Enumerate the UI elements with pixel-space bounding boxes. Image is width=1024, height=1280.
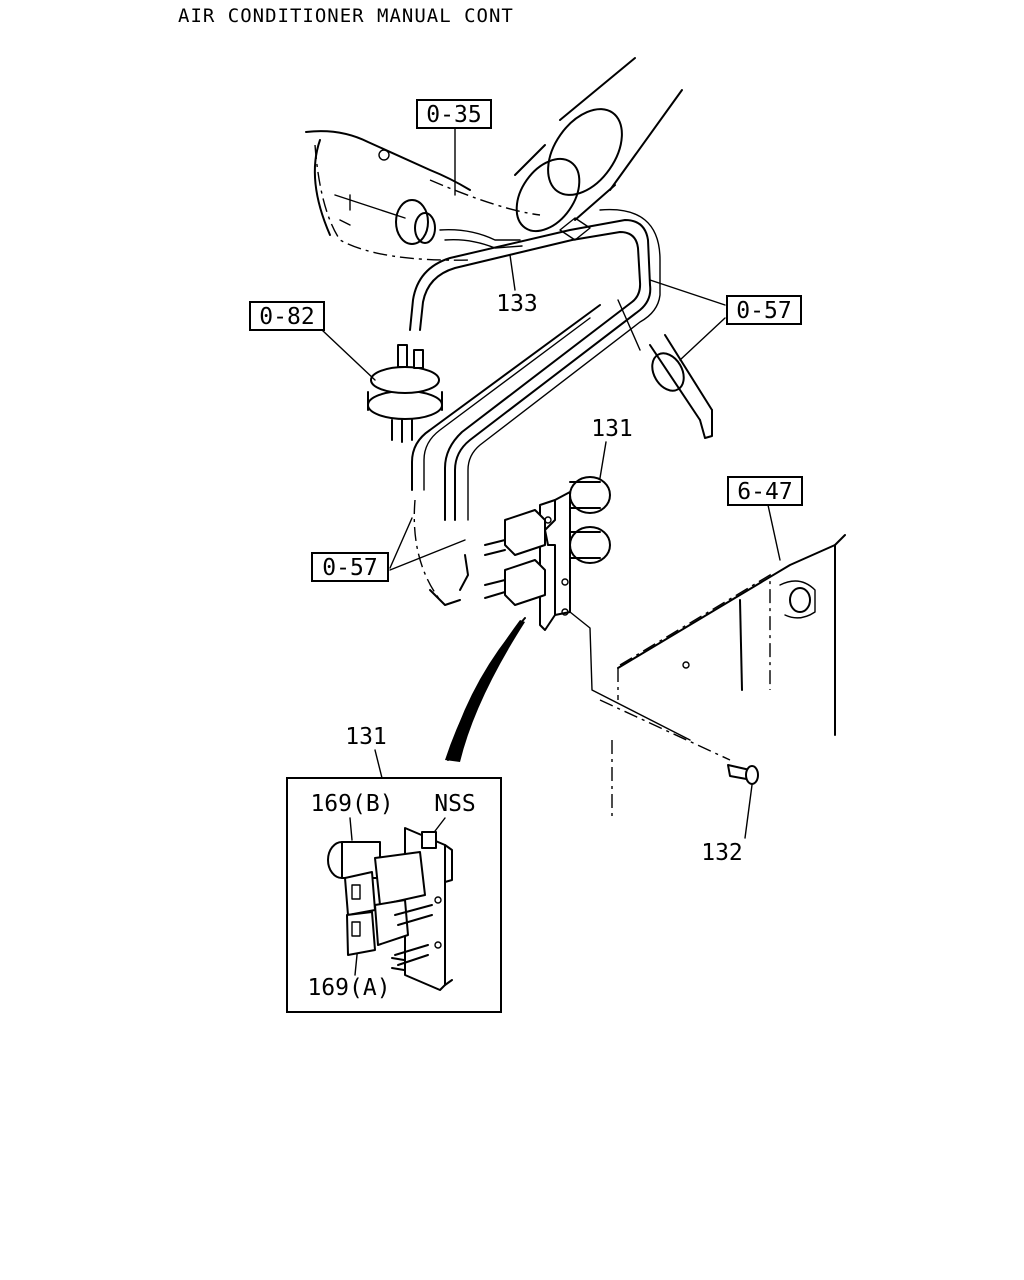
ref-label-0-57-top: 0-57: [736, 298, 791, 324]
part-number-131-main: 131: [591, 416, 633, 442]
detail-label-169b: 169(B): [310, 791, 393, 817]
vacuum-tank-drawing: [367, 344, 443, 443]
part-number-131-detail: 131: [345, 724, 387, 750]
detail-box: 169(B) NSS 169(A): [286, 777, 502, 1013]
ref-label-0-35: 0-35: [426, 102, 481, 128]
ref-box-0-57-top: 0-57: [726, 295, 802, 325]
detail-label-169a: 169(A): [307, 975, 390, 1001]
ref-label-6-47: 6-47: [737, 479, 792, 505]
ref-box-0-35: 0-35: [416, 99, 492, 129]
bracket-panel-drawing: [569, 534, 846, 820]
ref-box-6-47: 6-47: [727, 476, 803, 506]
ref-label-0-82: 0-82: [259, 304, 314, 330]
ref-label-0-57-left: 0-57: [322, 555, 377, 581]
ref-box-0-57-left: 0-57: [311, 552, 389, 582]
detail-label-nss: NSS: [434, 791, 476, 817]
diagram-title: AIR CONDITIONER MANUAL CONT: [178, 5, 514, 27]
part-number-133: 133: [496, 291, 538, 317]
ref-box-0-82: 0-82: [249, 301, 325, 331]
part-number-132: 132: [701, 840, 743, 866]
valve-assembly-drawing: [445, 476, 611, 762]
leader-lines: [321, 126, 781, 839]
intake-duct-drawing: [305, 57, 713, 606]
